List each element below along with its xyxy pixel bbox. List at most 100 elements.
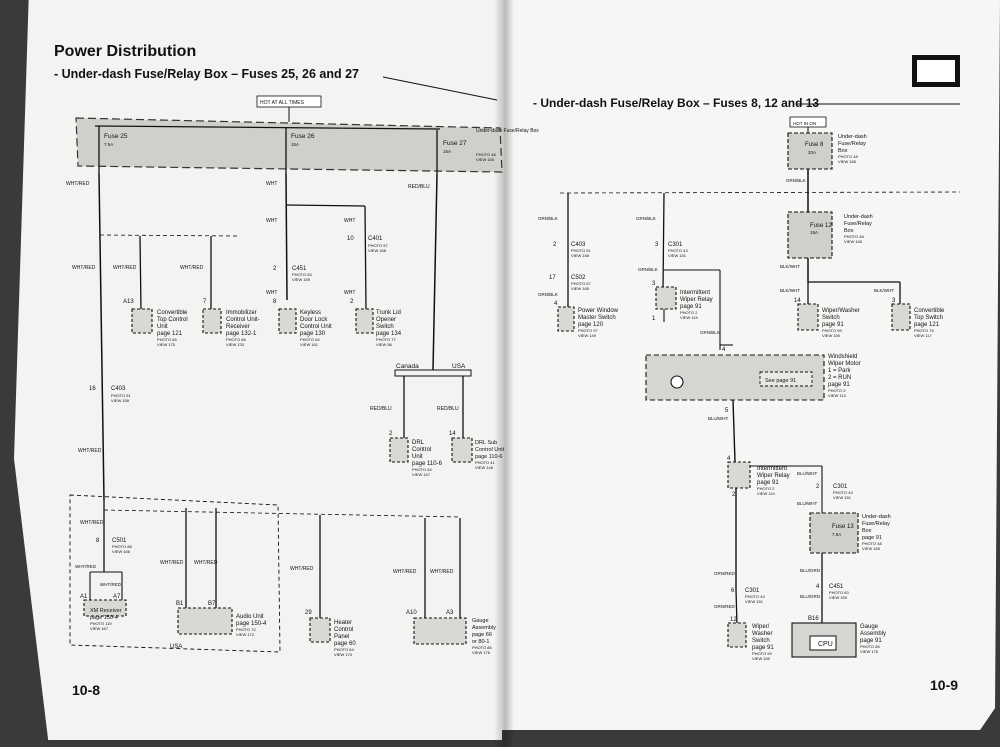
wire-label: WHT/RED (66, 181, 90, 187)
component-pin: B16 (808, 616, 819, 622)
component-view: VIEW 172 (236, 632, 255, 637)
wire-label: WHT (266, 290, 277, 296)
component-pin: 7 (203, 299, 207, 305)
connector-pin: 4 (816, 584, 820, 590)
component-view: VIEW 58 (376, 342, 393, 347)
component-line: page 121 (914, 322, 940, 328)
component-photo: PHOTO 119 (90, 621, 112, 626)
see-page-label: See page 91 (765, 378, 796, 384)
connector-c301: C301 (833, 484, 848, 490)
connector-pin: 8 (96, 538, 100, 544)
left-page-number: 10-8 (72, 682, 100, 698)
component-photo: PHOTO 76 (914, 328, 934, 333)
component-line: Wiper Relay (757, 473, 790, 479)
wire-label: BLK/WHT (874, 288, 894, 293)
fuse-25-rating: 7.5A (104, 142, 113, 147)
wire-label: WHT/RED (290, 566, 314, 572)
component-pin: A10 (406, 610, 417, 616)
component-line: page 134 (376, 331, 402, 337)
component-line: 2 = RUN (828, 375, 851, 381)
fuse-26-rating: 15A (291, 142, 299, 147)
component-line: page 120 (578, 322, 604, 328)
wire-label: WHT/RED (180, 265, 204, 271)
component-line: Control Unit (300, 324, 332, 330)
connector-photo: PHOTO 43 (833, 490, 853, 495)
fuse-13-box: Fuse 13 7.5A Under-dash Fuse/Relay Box p… (832, 514, 891, 551)
component-line: Convertible (914, 308, 945, 314)
connector-view: VIEW 159 (292, 277, 311, 282)
component-view: VIEW 149 (578, 333, 597, 338)
wire-label: WHT/RED (78, 448, 102, 454)
connector-pin: 6 (731, 588, 735, 594)
wire-label: GRN/BLK (786, 178, 806, 183)
relay-pin: 3 (652, 281, 656, 287)
wire-label: WHT (344, 290, 355, 296)
component-view: VIEW 170 (334, 652, 353, 657)
component-view: VIEW 117 (914, 333, 932, 338)
connector-view: VIEW 158 (111, 398, 130, 403)
connector-photo: PHOTO 63 (292, 272, 312, 277)
wire-label: WHT (266, 181, 277, 187)
wire-label: GRN/BLK (538, 216, 558, 221)
component-drl-sub-control-unit: 14 DRL Sub Control Unit page 110-6 PHOTO… (449, 431, 505, 470)
hot-in-on-label: HOT IN ON (793, 121, 816, 126)
wire-label: GRN/RED (714, 604, 736, 609)
component-line: Receiver (226, 324, 250, 330)
wire-label: GRN/BLK (538, 292, 558, 297)
component-line: Switch (822, 315, 840, 321)
connector-view: VIEW 159 (829, 595, 848, 600)
connector-photo: PHOTO 63 (829, 590, 849, 595)
component-pin: 2 (350, 299, 354, 305)
component-pin: 14 (449, 431, 456, 437)
component-line: Intermittent (680, 290, 710, 296)
fuse-box-line: Under-dash (862, 514, 891, 520)
component-pin: 2 (389, 431, 393, 437)
component-view: VIEW 176 (472, 650, 491, 655)
wire-label: GRN/RED (714, 571, 736, 576)
component-photo: PHOTO 2 (680, 310, 698, 315)
component-line: Keyless (300, 310, 321, 316)
wire-label: GRN/BLK (700, 330, 720, 335)
wire-label: WHT/RED (194, 560, 218, 566)
fuse-box-line: Box (862, 528, 872, 534)
component-line: Switch (752, 638, 770, 644)
wire-label: WHT/RED (100, 582, 122, 587)
fuse-12-rating: 15A (810, 230, 818, 235)
connector-photo: PHOTO 57 (368, 243, 388, 248)
region-usa-lower: USA (170, 644, 182, 650)
component-gauge-assembly-right: B16 CPU Gauge Assembly page 91 PHOTO 85 … (808, 616, 886, 654)
component-wiper-washer-switch-lower: 12 Wiper/ Washer Switch page 91 PHOTO 99… (730, 617, 774, 661)
connector-pin: 16 (89, 386, 96, 392)
motor-pin: 4 (722, 347, 726, 353)
component-pin: A7 (113, 594, 121, 600)
connector-c403: C403 (111, 386, 126, 392)
wire-label: WHT/RED (160, 560, 184, 566)
component-photo: PHOTO 99 (752, 651, 772, 656)
connector-pin: 10 (347, 236, 354, 242)
component-line: page 91 (860, 638, 882, 644)
component-line: Wiper/ (752, 624, 770, 630)
connector-pin: 2 (553, 242, 557, 248)
component-keyless-door-lock: 8 Keyless Door Lock Control Unit page 13… (273, 299, 332, 347)
component-photo: PHOTO 64 (300, 337, 320, 342)
component-line: Unit (157, 324, 168, 330)
fuse-8-label: Fuse 8 (805, 142, 824, 148)
connector-c451: C451 (829, 584, 844, 590)
wire-label: WHT/RED (393, 569, 417, 575)
component-pin: 12 (730, 617, 737, 623)
component-line: Panel (334, 634, 349, 640)
fuse-box-view: VIEW 165 (838, 159, 857, 164)
fuse-26-label: Fuse 26 (291, 133, 315, 140)
relay-pin: 1 (652, 316, 656, 322)
region-usa: USA (452, 363, 466, 370)
connector-view: VIEW 165 (571, 286, 590, 291)
wire-label: GRN/BLK (638, 267, 658, 272)
component-photo: PHOTO 85 (472, 645, 492, 650)
page-title: Power Distribution (54, 43, 196, 60)
fuse-box-line: Fuse/Relay (862, 521, 890, 527)
component-line: page 91 (680, 304, 702, 310)
connector-pin: 3 (655, 242, 659, 248)
component-line: Washer (752, 631, 772, 637)
component-immobilizer: 7 Immobilizer Control Unit- Receiver pag… (203, 299, 260, 347)
